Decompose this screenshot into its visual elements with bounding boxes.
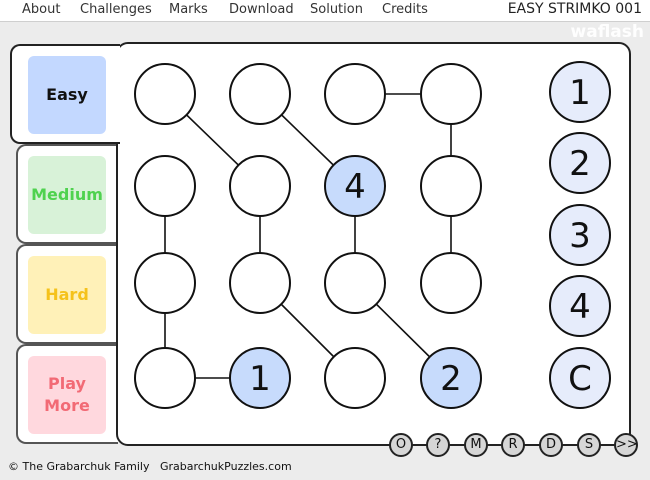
tool-help-button[interactable]: ? xyxy=(426,433,450,457)
footer: © The Grabarchuk Family GrabarchukPuzzle… xyxy=(8,460,292,473)
menu-solution[interactable]: Solution xyxy=(310,2,363,17)
palette-label: 2 xyxy=(569,144,591,184)
cell-r0c3[interactable] xyxy=(420,63,482,125)
menu-about[interactable]: About xyxy=(22,2,61,17)
menu-credits[interactable]: Credits xyxy=(382,2,428,17)
difficulty-button-medium[interactable]: Medium xyxy=(28,156,106,234)
palette-label: 4 xyxy=(569,287,591,327)
site-link[interactable]: GrabarchukPuzzles.com xyxy=(160,460,292,473)
cell-r3c2[interactable] xyxy=(324,347,386,409)
tab-play-more[interactable]: Play More xyxy=(16,344,118,444)
cell-r0c1[interactable] xyxy=(229,63,291,125)
top-menu-bar: About Challenges Marks Download Solution Cred… xyxy=(0,0,650,22)
cell-value: 4 xyxy=(344,167,366,207)
menu-download[interactable]: Download xyxy=(229,2,294,17)
cell-value: 2 xyxy=(440,359,462,399)
palette-button-c[interactable]: C xyxy=(549,347,611,409)
tab-easy[interactable]: Easy xyxy=(10,44,120,144)
cell-r1c2[interactable]: 4 xyxy=(324,155,386,217)
cell-r1c3[interactable] xyxy=(420,155,482,217)
cell-r2c1[interactable] xyxy=(229,252,291,314)
tool-solution-button[interactable]: S xyxy=(577,433,601,457)
cell-value: 1 xyxy=(249,359,271,399)
palette-button-2[interactable]: 2 xyxy=(549,132,611,194)
palette-label: 3 xyxy=(569,216,591,256)
tool-next-button[interactable]: >> xyxy=(614,433,638,457)
cell-r2c2[interactable] xyxy=(324,252,386,314)
palette-button-3[interactable]: 3 xyxy=(549,204,611,266)
tab-medium[interactable]: Medium xyxy=(16,144,118,244)
tool-marks-button[interactable]: M xyxy=(464,433,488,457)
difficulty-button-play-more[interactable]: Play More xyxy=(28,356,106,434)
tool-options-button[interactable]: O xyxy=(389,433,413,457)
difficulty-button-easy[interactable]: Easy xyxy=(28,56,106,134)
tool-demo-button[interactable]: D xyxy=(539,433,563,457)
cell-r3c3[interactable]: 2 xyxy=(420,347,482,409)
cell-r3c0[interactable] xyxy=(134,347,196,409)
menu-marks[interactable]: Marks xyxy=(169,2,208,17)
tab-hard[interactable]: Hard xyxy=(16,244,118,344)
cell-r0c0[interactable] xyxy=(134,63,196,125)
tool-reset-button[interactable]: R xyxy=(501,433,525,457)
cell-r3c1[interactable]: 1 xyxy=(229,347,291,409)
copyright-text: © The Grabarchuk Family xyxy=(8,460,150,473)
cell-r2c3[interactable] xyxy=(420,252,482,314)
difficulty-button-hard[interactable]: Hard xyxy=(28,256,106,334)
menu-challenges[interactable]: Challenges xyxy=(80,2,152,17)
palette-label: 1 xyxy=(569,73,591,113)
palette-button-1[interactable]: 1 xyxy=(549,61,611,123)
brand-logo: waflash xyxy=(570,22,644,42)
game-title: EASY STRIMKO 001 xyxy=(507,1,642,17)
palette-button-4[interactable]: 4 xyxy=(549,275,611,337)
cell-r1c0[interactable] xyxy=(134,155,196,217)
cell-r0c2[interactable] xyxy=(324,63,386,125)
cell-r2c0[interactable] xyxy=(134,252,196,314)
palette-label: C xyxy=(568,359,592,399)
cell-r1c1[interactable] xyxy=(229,155,291,217)
